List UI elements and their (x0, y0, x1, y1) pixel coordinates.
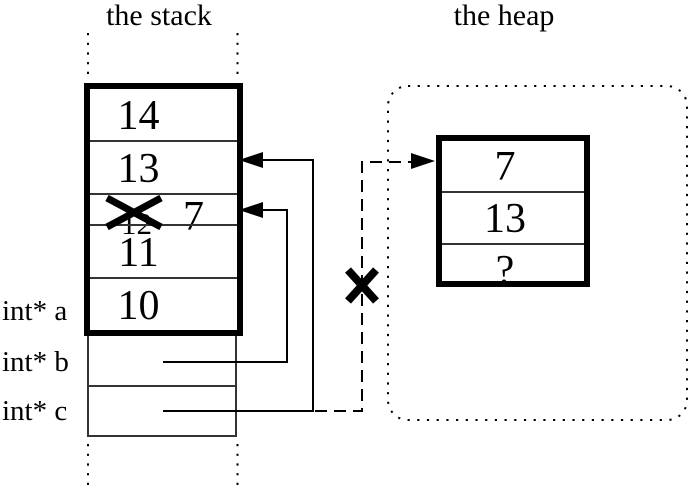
stack-cell: 14 (90, 89, 237, 140)
stack-cell-crossed: 12 7 (90, 193, 237, 239)
pointer-cell-c (89, 384, 235, 436)
stack-cell-value: 10 (117, 283, 160, 329)
stack-cell-value: 13 (117, 146, 160, 192)
heap-cell-value: 13 (484, 196, 526, 242)
heap-block-box: 7 13 ? (436, 135, 590, 294)
stack-cell-value: 11 (118, 230, 159, 276)
stack-frame-box: 14 13 12 7 11 10 (84, 83, 243, 336)
heap-cell-value: ? (495, 248, 515, 294)
heap-title: the heap (453, 0, 555, 32)
stack-cell: 10 (90, 277, 237, 330)
right-arrowhead-icon (411, 153, 435, 169)
heap-cell: 13 (442, 191, 584, 243)
stack-title: the stack (106, 0, 212, 32)
cross-out-icon (345, 267, 379, 304)
stack-cell: 13 (90, 140, 237, 193)
pointer-variable-cells-box (87, 336, 237, 437)
stack-cell-value: 14 (117, 93, 160, 139)
dangling-pointer-dashed-line (315, 161, 412, 412)
heap-cell-value: 7 (494, 144, 516, 190)
stack-cell: 11 (90, 224, 237, 277)
pointer-label-c: int* c (2, 395, 68, 427)
heap-cell: 7 (442, 141, 584, 191)
heap-cell: ? (442, 243, 584, 295)
pointer-label-a: int* a (2, 295, 68, 327)
pointer-label-b: int* b (2, 346, 69, 378)
pointer-cell-b (89, 336, 235, 385)
